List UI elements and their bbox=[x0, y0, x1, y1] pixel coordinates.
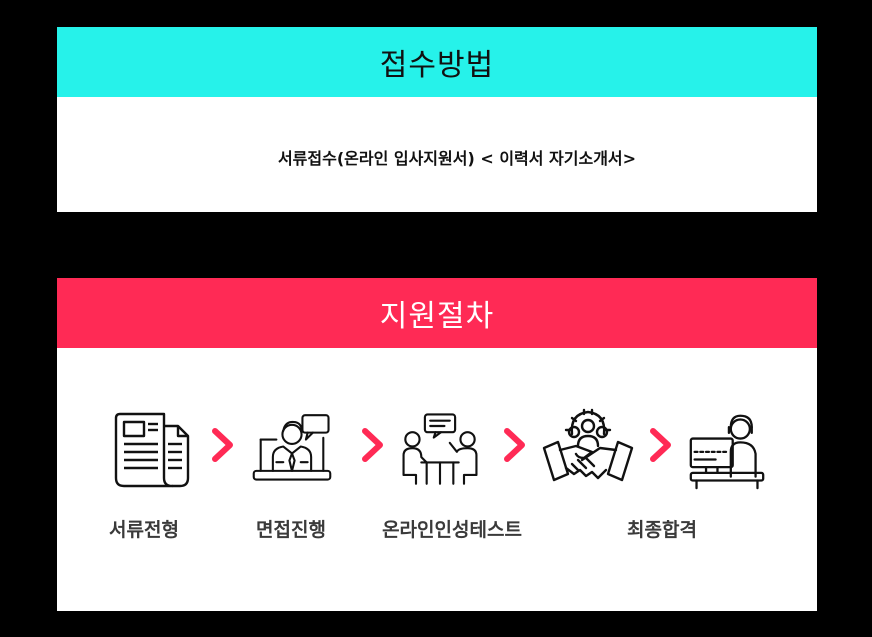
application-method-panel: 접수방법 서류접수(온라인 입사지원서) < 이력서 자기소개서> bbox=[57, 27, 817, 212]
chevron-right-icon bbox=[504, 428, 525, 462]
application-procedure-panel: 지원절차 bbox=[57, 278, 817, 611]
video-interview-icon bbox=[252, 414, 332, 481]
document-icon bbox=[114, 412, 190, 488]
step-label-final-pass: 최종합격 bbox=[627, 519, 697, 541]
step-label-personality-test: 온라인인성테스트 bbox=[382, 519, 522, 541]
handshake-gear-icon bbox=[542, 408, 634, 482]
application-method-header: 접수방법 bbox=[57, 27, 817, 97]
employee-workstation-icon bbox=[689, 414, 765, 490]
application-procedure-header: 지원절차 bbox=[57, 278, 817, 348]
chevron-right-icon bbox=[362, 428, 383, 462]
application-method-title: 접수방법 bbox=[379, 48, 495, 83]
application-procedure-title: 지원절차 bbox=[379, 299, 495, 334]
application-method-description: 서류접수(온라인 입사지원서) < 이력서 자기소개서> bbox=[277, 149, 637, 168]
meeting-discussion-icon bbox=[402, 413, 478, 485]
chevron-right-icon bbox=[650, 428, 671, 462]
step-label-interview: 면접진행 bbox=[256, 519, 326, 541]
step-label-document-screening: 서류전형 bbox=[109, 519, 179, 541]
chevron-right-icon bbox=[212, 428, 233, 462]
